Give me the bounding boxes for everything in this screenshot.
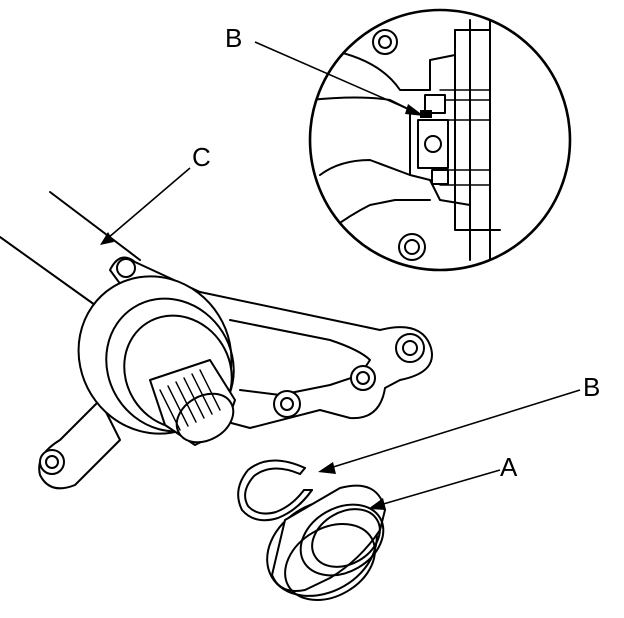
callout-c: C [192,142,211,172]
snap-ring [237,459,313,522]
arrow-b [318,462,336,474]
arrow-a [368,498,386,510]
leader-b-detail [254,41,416,113]
driveshaft [0,191,236,446]
arrow-b-detail [405,104,424,116]
leader-c [107,167,191,239]
leader-a [379,469,501,506]
leader-b [329,389,581,469]
callout-a: A [500,452,518,482]
callout-b-detail: B [225,23,242,53]
detail-inset [308,8,572,272]
callout-b: B [583,372,600,402]
dust-seal [266,484,386,601]
arrow-c [100,232,114,245]
